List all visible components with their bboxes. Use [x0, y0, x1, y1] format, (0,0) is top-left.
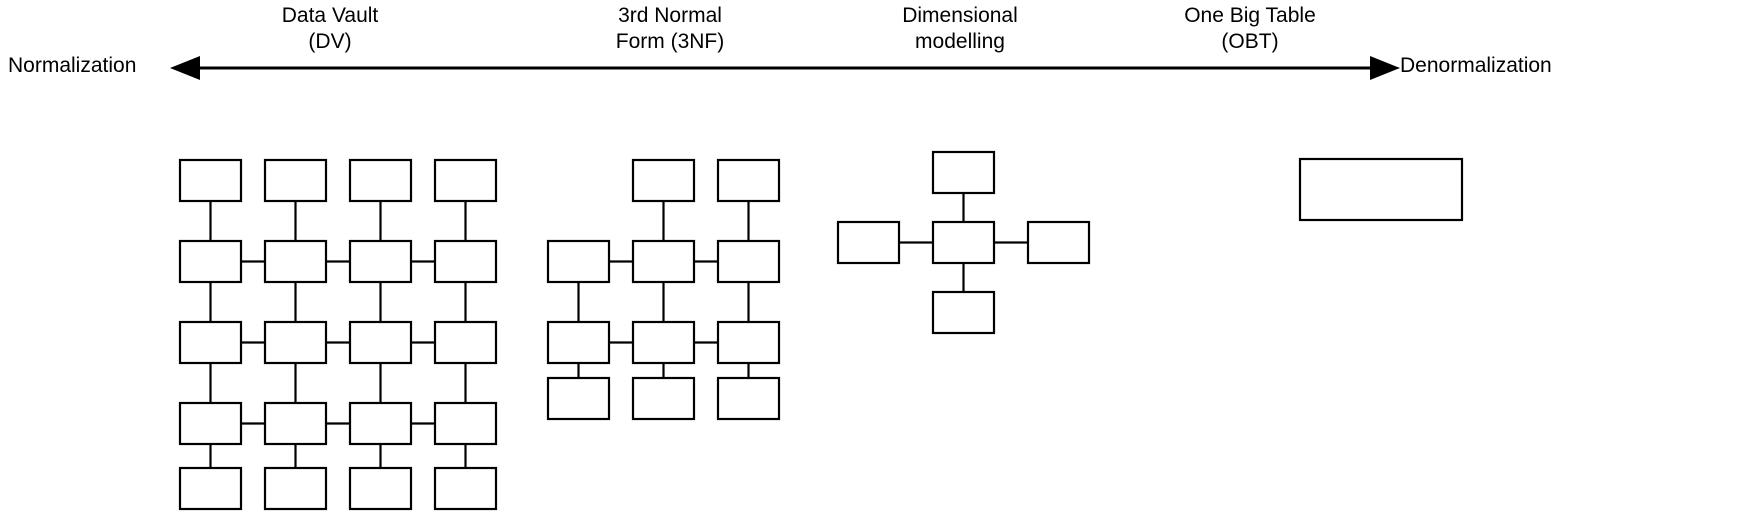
- stage-label-line1: 3rd Normal: [618, 4, 722, 27]
- axis-label-normalization: Normalization: [8, 54, 137, 77]
- table-node: [716, 376, 781, 421]
- table-node: [178, 401, 243, 446]
- table-node: [178, 158, 243, 203]
- table-node: [263, 239, 328, 284]
- dimension-node: [931, 290, 996, 335]
- stage-label-one-big-table: One Big Table (OBT): [1120, 3, 1380, 55]
- table-node: [348, 158, 413, 203]
- stage-label-line2: (DV): [308, 30, 352, 53]
- table-node: [716, 158, 781, 203]
- wide-table-node: [1298, 157, 1464, 222]
- table-node: [546, 239, 611, 284]
- table-node: [433, 158, 498, 203]
- dimension-node: [931, 150, 996, 195]
- stage-label-data-vault: Data Vault (DV): [200, 3, 460, 55]
- table-node: [348, 401, 413, 446]
- stage-label-third-normal-form: 3rd Normal Form (3NF): [540, 3, 800, 55]
- diagram-data-vault: [150, 130, 550, 524]
- stage-label-line1: Dimensional: [902, 4, 1018, 27]
- table-node: [348, 320, 413, 365]
- stage-label-line1: Data Vault: [281, 4, 379, 27]
- table-node: [716, 239, 781, 284]
- table-node: [433, 239, 498, 284]
- table-node: [178, 466, 243, 511]
- diagram-dimensional-modelling: [820, 130, 1120, 360]
- table-node: [546, 320, 611, 365]
- table-node: [631, 239, 696, 284]
- table-node: [631, 320, 696, 365]
- stage-label-line2: Form (3NF): [615, 30, 725, 53]
- stage-label-line2: modelling: [915, 30, 1005, 53]
- dimension-node: [1026, 220, 1091, 265]
- table-node: [348, 466, 413, 511]
- fact-node: [931, 220, 996, 265]
- table-node: [631, 158, 696, 203]
- table-node: [178, 320, 243, 365]
- diagram-third-normal-form: [520, 130, 820, 430]
- stage-label-line1: One Big Table: [1184, 4, 1316, 27]
- table-node: [716, 320, 781, 365]
- diagram-one-big-table: [1280, 130, 1500, 260]
- dimension-node: [836, 220, 901, 265]
- table-node: [263, 401, 328, 446]
- table-node: [263, 320, 328, 365]
- table-node: [546, 376, 611, 421]
- stage-label-dimensional-modelling: Dimensional modelling: [830, 3, 1090, 55]
- axis-label-denormalization: Denormalization: [1400, 54, 1552, 77]
- table-node: [263, 466, 328, 511]
- table-node: [348, 239, 413, 284]
- table-node: [631, 376, 696, 421]
- table-node: [433, 401, 498, 446]
- stage-label-line2: (OBT): [1221, 30, 1279, 53]
- table-node: [433, 466, 498, 511]
- table-node: [263, 158, 328, 203]
- table-node: [433, 320, 498, 365]
- table-node: [178, 239, 243, 284]
